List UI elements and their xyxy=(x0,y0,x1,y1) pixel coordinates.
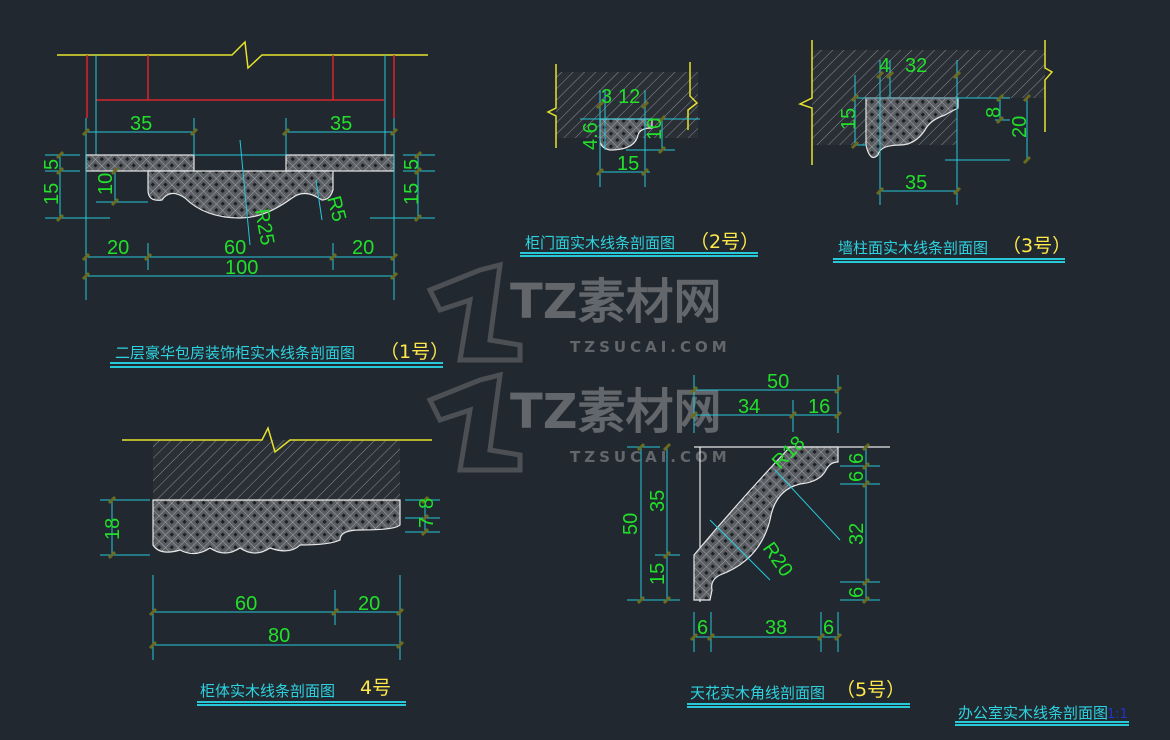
section-drawing-5: 50 34 16 50 35 15 6 6 32 6 6 38 6 R18 R2… xyxy=(620,371,910,708)
dimension-label: 5 xyxy=(41,159,63,170)
dimension-label: 35 xyxy=(647,490,669,512)
dimension-label: 50 xyxy=(767,371,789,393)
dimension-label: 60 xyxy=(235,593,257,615)
section-drawing-4: 18 7 8 60 20 80 柜体实木线条剖面图 4号 xyxy=(100,425,440,706)
dimension-label: 60 xyxy=(224,237,246,259)
dimension-label: 4 xyxy=(879,55,890,77)
dimension-label: 18 xyxy=(102,518,124,540)
drawing-2-title: 柜门面实木线条剖面图 xyxy=(525,234,675,252)
dimension-label: 3 xyxy=(601,86,612,108)
drawing-3-title: 墙柱面实木线条剖面图 xyxy=(838,239,988,257)
watermark-brand: TZ素材网 xyxy=(510,274,722,330)
dimension-label: 6 xyxy=(846,471,868,482)
drawing-5-title: 天花实木角线剖面图 xyxy=(690,684,825,702)
dimension-label: 80 xyxy=(268,625,290,647)
dimension-label: 4.6 xyxy=(580,122,602,150)
drawing-5-number: （5号） xyxy=(836,679,905,701)
dimension-label: 38 xyxy=(765,617,787,639)
watermark-url: TZSUCAI.COM xyxy=(570,338,731,356)
watermark-logo xyxy=(426,371,523,473)
dimension-label: 8 xyxy=(983,107,1005,118)
section-drawing-1: 35 35 5 15 10 5 15 20 60 20 100 R25 R5 二… xyxy=(41,40,449,368)
dimension-label: 7 xyxy=(416,517,438,528)
dimension-label: 15 xyxy=(41,183,63,205)
watermark-brand: TZ素材网 xyxy=(510,384,722,440)
dimension-label: 8 xyxy=(416,498,438,509)
section-drawing-3: 4 32 15 8 20 35 墙柱面实木线条剖面图 （3号） xyxy=(798,40,1071,263)
dimension-label: 12 xyxy=(618,86,640,108)
watermark: TZ素材网 TZSUCAI.COM TZ素材网 TZSUCAI.COM xyxy=(426,261,731,473)
drawing-3-number: （3号） xyxy=(1002,235,1071,257)
dimension-label: 100 xyxy=(225,257,258,279)
dimension-label: 6 xyxy=(846,453,868,464)
dimension-label: 15 xyxy=(401,183,423,205)
dimension-label: 35 xyxy=(905,172,927,194)
dimension-label: 6 xyxy=(846,587,868,598)
watermark-logo xyxy=(426,261,523,363)
dimension-label: 32 xyxy=(905,55,927,77)
dimension-label: 6 xyxy=(823,617,834,639)
dimension-label: 15 xyxy=(838,108,860,130)
dimension-label: 20 xyxy=(1009,116,1031,138)
dimension-label: 20 xyxy=(358,593,380,615)
dimension-label: 15 xyxy=(647,563,669,585)
dimension-label: 5 xyxy=(401,159,423,170)
dimension-label: 32 xyxy=(846,523,868,545)
sheet-title: 办公室实木线条剖面图 1:1 xyxy=(955,704,1129,726)
dimension-label: 16 xyxy=(808,396,830,418)
watermark-url: TZSUCAI.COM xyxy=(570,448,731,466)
sheet-title-text: 办公室实木线条剖面图 xyxy=(958,704,1108,722)
sheet-scale: 1:1 xyxy=(1107,707,1128,722)
dimension-label: 10 xyxy=(95,173,117,195)
dimension-label: R25 xyxy=(250,207,278,247)
dimension-label: 50 xyxy=(620,513,642,535)
dimension-label: 35 xyxy=(130,113,152,135)
dimension-label: R5 xyxy=(322,194,350,224)
drawing-2-number: （2号） xyxy=(690,231,759,253)
dimension-label: 20 xyxy=(352,237,374,259)
dimension-label: 10 xyxy=(644,118,666,140)
drawing-4-title: 柜体实木线条剖面图 xyxy=(200,682,335,700)
drawing-1-number: （1号） xyxy=(380,341,449,363)
drawing-4-number: 4号 xyxy=(360,677,391,699)
dimension-label: 20 xyxy=(107,237,129,259)
drawing-1-title: 二层豪华包房装饰柜实木线条剖面图 xyxy=(115,344,355,362)
dimension-label: R20 xyxy=(758,538,797,581)
dimension-label: 6 xyxy=(697,617,708,639)
dimension-label: 34 xyxy=(738,396,760,418)
dimension-label: 15 xyxy=(617,153,639,175)
section-drawing-2: 3 12 4.6 10 15 柜门面实木线条剖面图 （2号） xyxy=(520,62,759,257)
dimension-label: 35 xyxy=(330,113,352,135)
